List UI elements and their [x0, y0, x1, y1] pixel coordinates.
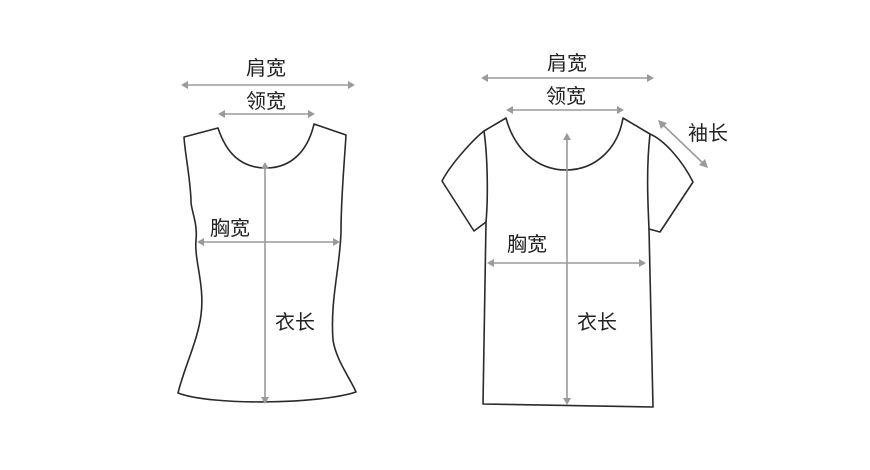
arrowhead	[181, 81, 188, 89]
arrowhead	[563, 398, 571, 405]
left-neck-label: 领宽	[246, 89, 286, 113]
left-length-label: 衣长	[275, 310, 315, 334]
arrowhead	[699, 159, 708, 168]
right-armhole-seam	[646, 133, 651, 230]
arrowhead	[647, 74, 654, 82]
arrowhead	[617, 106, 624, 114]
arrowhead	[197, 238, 204, 246]
right-neck-label: 领宽	[546, 84, 586, 108]
sleeveless-top: 肩宽 领宽 胸宽 衣长	[177, 56, 357, 404]
left-shoulder-label: 肩宽	[246, 56, 286, 80]
sleeve-label: 袖长	[688, 121, 728, 145]
left-armhole-seam	[483, 130, 489, 223]
sleeveless-top-outline	[177, 123, 357, 403]
left-chest-label: 胸宽	[210, 216, 250, 240]
arrowhead	[261, 397, 269, 404]
arrowhead	[639, 259, 646, 267]
sleeve-measure	[659, 121, 707, 167]
tee-outline	[441, 117, 694, 408]
arrowhead	[333, 238, 340, 246]
short-sleeve-tee: 肩宽 领宽 袖长 胸宽 衣长	[441, 51, 728, 408]
right-chest-label: 胸宽	[507, 232, 547, 256]
right-shoulder-label: 肩宽	[547, 51, 587, 75]
arrowhead	[658, 120, 667, 129]
arrowhead	[261, 162, 269, 169]
arrowhead	[308, 110, 315, 118]
right-length-label: 衣长	[577, 310, 617, 334]
arrowhead	[487, 259, 494, 267]
arrowhead	[348, 81, 355, 89]
arrowhead	[506, 106, 513, 114]
arrowhead	[481, 74, 488, 82]
arrowhead	[218, 110, 225, 118]
arrowhead	[563, 133, 571, 140]
